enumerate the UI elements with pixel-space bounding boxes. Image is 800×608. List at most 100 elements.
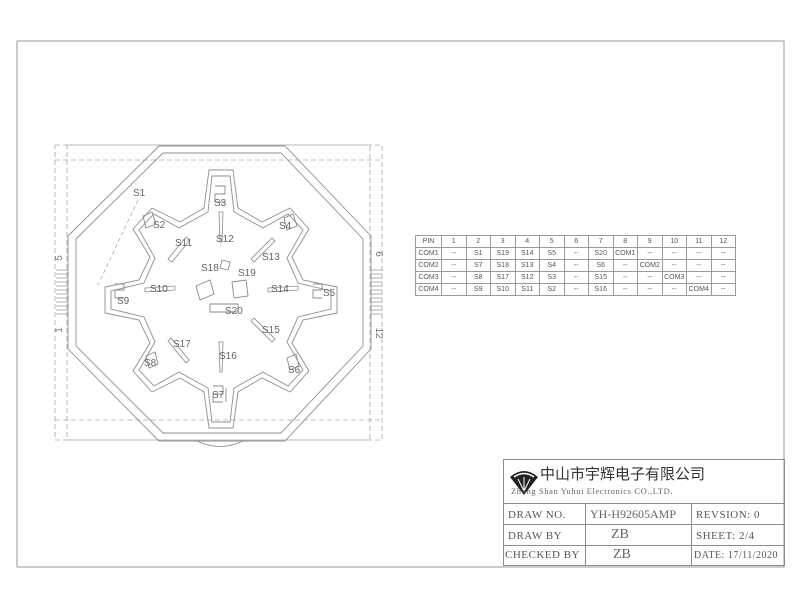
pin-cell: COM2 [415,259,442,272]
pin-cell: S18 [490,259,516,272]
segment-bars [144,211,299,373]
pin-cell: S19 [490,247,516,260]
sheet-number: SHEET: 2/4 [696,530,755,542]
pin-header-cell: 7 [588,235,614,248]
digit-clusters [114,185,323,403]
pin-cell: -- [710,283,736,296]
pin-cell: -- [441,283,467,296]
pin-cell: -- [661,283,687,296]
label-s4: S4 [279,221,292,232]
pin-header-cell: 12 [710,235,736,248]
label-s16: S16 [219,351,237,362]
checked-by-value: ZB [613,547,631,562]
pin-header-cell: PIN [415,235,442,248]
segment-bar-s14 [267,285,299,293]
edge-number-left-top: 5 [54,255,65,261]
pin-cell: COM4 [415,283,442,296]
company-logo [510,471,538,495]
pin-cell: S9 [465,283,491,296]
pin-rows [56,269,382,315]
segment-bar-s16 [218,341,224,373]
label-s2: S2 [153,220,166,231]
label-s11: S11 [175,238,192,249]
pin-cell: -- [563,259,589,272]
pin-cell: -- [637,283,663,296]
pin-cell: S7 [465,259,491,272]
label-s12: S12 [216,234,234,245]
pin-cell: S16 [588,283,614,296]
pin-cell: -- [686,247,712,260]
pin-header-cell: 4 [514,235,540,248]
pin-cell: -- [710,247,736,260]
revision: REVSION: 0 [696,509,760,521]
label-s8: S8 [144,358,157,369]
pin-cell: S17 [490,271,516,284]
pin-cell: S20 [588,247,614,260]
segment-bar-s11 [167,236,191,263]
pin-cell: COM2 [637,259,663,272]
pin-cell: -- [661,259,687,272]
draw-by-value: ZB [611,527,629,542]
pin-cell: COM4 [686,283,712,296]
label-s18: S18 [201,263,219,274]
pin-cell: -- [612,283,638,296]
pin-header-cell: 6 [563,235,589,248]
label-s15: S15 [262,325,280,336]
pin-table-row: COM2 -- S7 S18 S13 S4 -- S6 -- COM2 -- -… [415,259,736,272]
pin-table: PIN 1 2 3 4 5 6 7 8 9 10 11 12 COM1 -- S… [415,235,736,296]
pin-cell: S14 [514,247,540,260]
title-block: 中山市宇辉电子有限公司 Zhong Shan Yuhui Electronics… [503,459,785,566]
pin-cell: -- [637,271,663,284]
pin-cell: -- [710,271,736,284]
digit-top-left [142,211,157,229]
pin-cell: -- [612,259,638,272]
pin-cell: -- [612,271,638,284]
edge-numbers: 5 1 6 12 [54,251,384,339]
pin-header-cell: 2 [465,235,491,248]
label-s6: S6 [288,365,301,376]
label-s1: S1 [133,188,146,199]
label-s9: S9 [117,296,130,307]
label-s17: S17 [173,339,191,350]
sheet-border [16,40,785,568]
pin-cell: COM1 [415,247,442,260]
s1-dashed [97,199,139,286]
digit-bottom-left [145,351,159,369]
label-s10: S10 [150,284,168,295]
pin-cell: -- [563,271,589,284]
pin-cell: COM1 [612,247,638,260]
label-s3: S3 [214,198,227,209]
pin-header-cell: 10 [661,235,687,248]
edge-number-right-bottom: 12 [373,327,384,339]
label-s14: S14 [271,284,289,295]
company-name-cn: 中山市宇辉电子有限公司 [540,465,706,483]
edge-number-left-bottom: 1 [54,327,65,333]
edge-number-right-top: 6 [373,251,384,257]
label-s5: S5 [323,288,336,299]
segment-bar-s10 [144,285,176,293]
label-s20: S20 [225,306,243,317]
pin-cell: -- [563,283,589,296]
pin-cell: S15 [588,271,614,284]
pin-table-row: COM1 -- S1 S19 S14 S5 -- S20 COM1 -- -- … [415,247,736,260]
center-digits [195,279,249,301]
segment-bar-s17 [167,337,190,364]
pin-header-cell: 3 [490,235,516,248]
bottom-tab [196,440,244,447]
label-s19: S19 [238,268,256,279]
pin-cell: -- [441,271,467,284]
pin-table-row: COM3 -- S8 S17 S12 S3 -- S15 -- -- COM3 … [415,271,736,284]
pin-header-cell: 11 [686,235,712,248]
pin-cell: S5 [539,247,565,260]
pin-header-cell: 9 [637,235,663,248]
checked-by-label: CHECKED BY [505,549,580,561]
pin-cell: COM3 [415,271,442,284]
date: DATE: 17/11/2020 [694,550,779,561]
pin-cell: -- [441,259,467,272]
digit-bottom-right [286,353,300,371]
pin-cell: S6 [588,259,614,272]
gear-viewing-area [104,169,338,429]
pin-cell: -- [686,259,712,272]
